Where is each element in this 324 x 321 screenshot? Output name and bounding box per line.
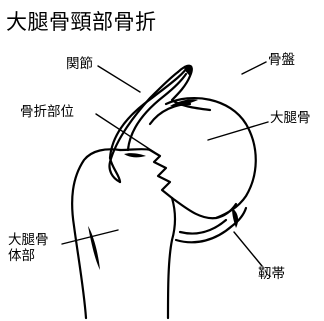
label-ligament: 靱帯 [258,266,285,282]
femoral-head-outline [166,98,256,218]
label-femoral-head: 大腿骨 [270,110,311,126]
diagram-title: 大腿骨頸部骨折 [6,6,157,36]
leader-ligament [234,232,262,266]
label-pelvis: 骨盤 [268,52,295,68]
leader-pelvis [242,62,266,74]
ligament-band-inner [180,220,226,234]
leader-joint [98,66,140,92]
shading-neck [124,153,146,157]
fracture-line [150,150,172,198]
pelvis-outline [109,72,178,182]
leader-femoral-head [208,122,268,140]
label-joint: 関節 [66,56,93,72]
femoral-head-socket [150,104,190,124]
shading-shaft [88,226,100,270]
femur-neck-bulge [172,198,236,218]
femur-neck-upper [120,149,150,150]
label-fracture-site: 骨折部位 [20,104,74,120]
leader-fracture [96,114,154,152]
femur-neck-lower [168,198,175,318]
label-femur-body: 大腿骨体部 [8,232,52,264]
